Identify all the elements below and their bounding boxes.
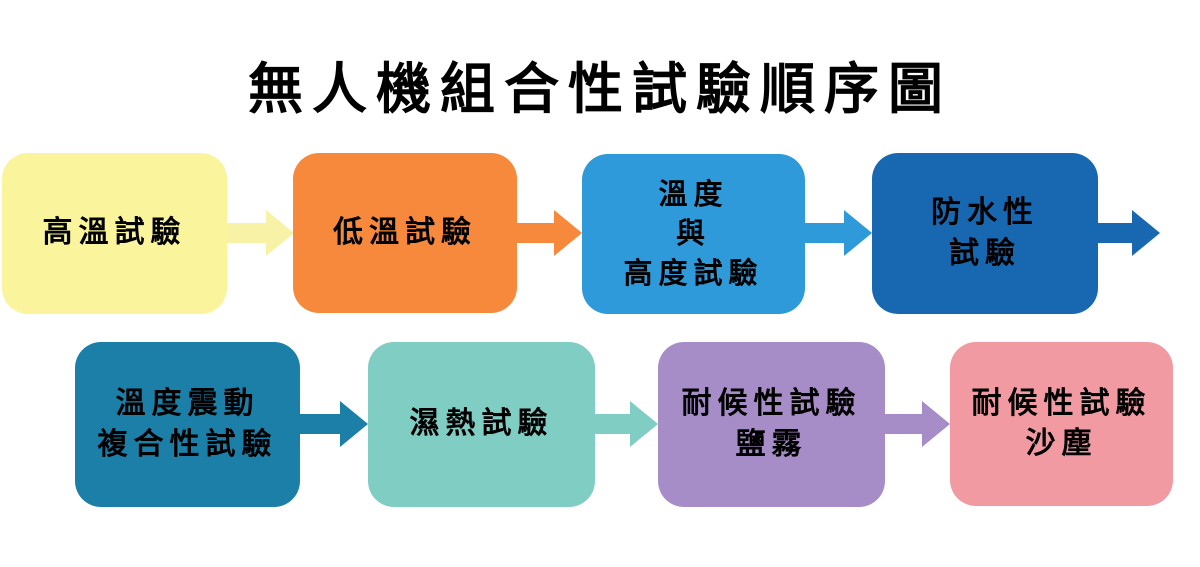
arrow-head: [266, 210, 294, 256]
flow-arrow-1: [227, 210, 294, 256]
step-box-damp-heat-test: 濕熱試驗: [368, 342, 595, 507]
flow-arrow-2: [517, 210, 582, 256]
arrow-shaft: [885, 414, 922, 434]
step-box-temperature-altitude-test: 溫度 與 高度試驗: [582, 154, 805, 314]
step-label-high-temperature-test: 高溫試驗: [42, 215, 187, 251]
arrow-shaft: [227, 223, 266, 243]
step-label-damp-heat-test: 濕熱試驗: [409, 406, 554, 442]
arrow-head: [340, 401, 368, 447]
arrow-shaft: [300, 414, 340, 434]
flow-arrow-7: [885, 401, 950, 447]
step-label-waterproof-test: 防水性 試驗: [931, 195, 1039, 271]
step-label-temperature-vibration-combined-test: 溫度震動 複合性試驗: [97, 386, 278, 462]
step-label-weather-resistance-sand-dust-test: 耐候性試驗 沙塵: [971, 385, 1152, 462]
flow-arrow-3: [805, 210, 872, 256]
step-box-low-temperature-test: 低溫試驗: [293, 153, 517, 313]
step-box-weather-resistance-salt-fog-test: 耐候性試驗 鹽霧: [658, 342, 885, 507]
flow-arrow-5: [300, 401, 368, 447]
arrow-shaft: [1098, 223, 1132, 243]
step-box-waterproof-test: 防水性 試驗: [872, 153, 1098, 314]
arrow-head: [844, 210, 872, 256]
step-box-weather-resistance-sand-dust-test: 耐候性試驗 沙塵: [950, 342, 1173, 506]
arrow-head: [1132, 210, 1160, 256]
flow-arrow-6: [595, 401, 658, 447]
arrow-head: [554, 210, 582, 256]
arrow-shaft: [517, 223, 554, 243]
arrow-head: [922, 401, 950, 447]
step-label-temperature-altitude-test: 溫度 與 高度試驗: [623, 177, 764, 290]
step-label-low-temperature-test: 低溫試驗: [333, 214, 477, 250]
step-label-weather-resistance-salt-fog-test: 耐候性試驗 鹽霧: [681, 386, 862, 462]
arrow-shaft: [805, 223, 844, 243]
flow-arrow-4-exit: [1098, 210, 1160, 256]
step-box-high-temperature-test: 高溫試驗: [2, 153, 227, 314]
arrow-shaft: [595, 414, 630, 434]
arrow-head: [630, 401, 658, 447]
diagram-title: 無人機組合性試驗順序圖: [247, 57, 952, 121]
step-box-temperature-vibration-combined-test: 溫度震動 複合性試驗: [75, 342, 300, 507]
